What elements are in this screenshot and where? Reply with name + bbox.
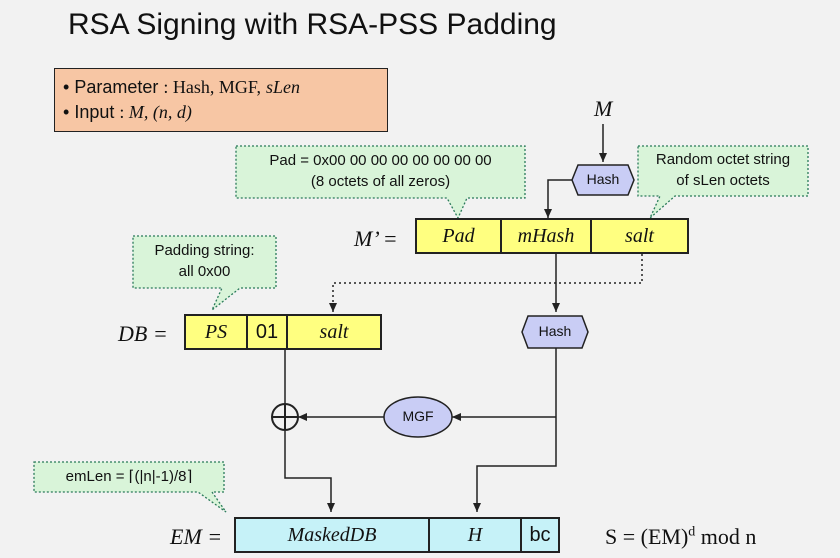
input-line: • Input : M, (n, d) [63, 102, 192, 122]
callout-random-shape [637, 145, 809, 219]
em-maskeddb: MaskedDB [234, 517, 430, 553]
arrow-hash-to-mhash [544, 179, 572, 218]
mgf-shape [383, 396, 453, 438]
db-salt: salt [286, 314, 382, 350]
parameter-label: Parameter [74, 77, 159, 97]
m-prime-label: M’ = [354, 226, 398, 251]
m-prime-pad: Pad [415, 218, 502, 254]
parameter-slen: sLen [265, 77, 300, 97]
callout-random: Random octet string of sLen octets [655, 151, 791, 189]
callout-padding: Padding string: all 0x00 [154, 242, 255, 280]
m-prime-block: Pad mHash salt [415, 218, 689, 254]
callout-padding-shape [132, 235, 277, 311]
arrow-xor-to-em [284, 431, 335, 512]
page-title: RSA Signing with RSA-PSS Padding [68, 8, 557, 41]
callout-pad-shape [235, 145, 526, 220]
hash-mid-shape [521, 315, 589, 349]
em-label: EM = [170, 524, 223, 549]
hash-top-label: Hash [586, 171, 620, 187]
callout-emlen: emLen = ⌈(|n|-1)/8⌉ [65, 468, 193, 485]
hash-mid-label: Hash [538, 323, 572, 339]
parameter-line: • Parameter : Hash, MGF, sLen [63, 77, 300, 97]
input-label: Input [74, 102, 115, 122]
em-bc: bc [520, 517, 560, 553]
db-ps: PS [184, 314, 248, 350]
em-h: H [428, 517, 522, 553]
db-01: 01 [246, 314, 288, 350]
em-block: MaskedDB H bc [234, 517, 560, 553]
callout-emlen-shape [33, 461, 227, 513]
m-label: M [594, 96, 613, 121]
parameter-value: Hash, MGF, [172, 77, 261, 97]
xor-icon [271, 403, 299, 431]
callout-pad: Pad = 0x00 00 00 00 00 00 00 00 (8 octet… [269, 152, 492, 190]
hash-top-shape [571, 164, 635, 196]
arrow-hash-to-h [473, 348, 557, 512]
parameter-box: • Parameter : Hash, MGF, sLen • Input : … [54, 68, 388, 132]
db-block: PS 01 salt [184, 314, 382, 350]
signature-formula: S = (EM)d mod n [605, 524, 757, 549]
m-prime-mhash: mHash [500, 218, 592, 254]
mgf-label: MGF [402, 408, 434, 424]
m-prime-salt: salt [590, 218, 689, 254]
db-label: DB = [118, 321, 168, 346]
input-value: M, (n, d) [128, 102, 192, 122]
dotted-salt-to-db [329, 254, 643, 312]
